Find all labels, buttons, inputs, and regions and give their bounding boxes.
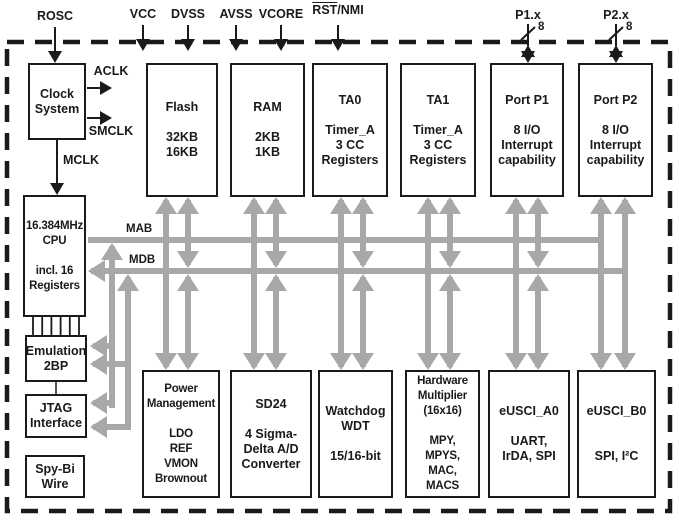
block-text: eUSCI_A0 UART, IrDA, SPI — [499, 404, 559, 463]
block-text: RAM 2KB 1KB — [253, 100, 282, 159]
block-spy-bi-wire: Spy-Bi Wire — [25, 455, 85, 498]
pin-label-vcore: VCORE — [258, 7, 304, 21]
block-text: eUSCI_B0 SPI, I²C — [586, 404, 647, 463]
block-text: Port P1 8 I/O Interrupt capability — [498, 92, 556, 167]
cpu-emulation-comb — [32, 317, 80, 336]
block-cpu: 16.384MHz CPU incl. 16 Registers — [23, 195, 86, 317]
p1-bus-slash — [520, 26, 536, 41]
block-eusci-b0: eUSCI_B0 SPI, I²C — [577, 370, 656, 498]
block-eusci-a0: eUSCI_A0 UART, IrDA, SPI — [488, 370, 570, 498]
pin-label-avss: AVSS — [219, 7, 253, 21]
clock-wires — [50, 81, 112, 195]
block-text: JTAG Interface — [29, 401, 83, 430]
block-clock-system: Clock System — [28, 63, 86, 140]
rst-overline-text: RST — [312, 3, 338, 17]
block-text: Watchdog WDT 15/16-bit — [325, 404, 386, 463]
block-text: Power Management LDO REF VMON Brownout — [146, 382, 216, 485]
mdb-bus-label: MDB — [129, 254, 156, 266]
block-text: 16.384MHz CPU incl. 16 Registers — [25, 219, 83, 292]
smclk-label: SMCLK — [88, 124, 134, 138]
block-text: Port P2 8 I/O Interrupt capability — [586, 92, 645, 167]
nmi-text: /NMI — [337, 3, 364, 17]
chip-boundary — [4, 39, 673, 514]
mclk-label: MCLK — [62, 153, 100, 167]
block-text: TA0 Timer_A 3 CC Registers — [321, 92, 379, 167]
p1-bus-width-label: 8 — [538, 21, 545, 33]
port-pin-wires — [520, 24, 624, 63]
block-hw-multiplier: Hardware Multiplier (16x16) MPY, MPYS, M… — [405, 370, 480, 498]
pin-arrows — [48, 25, 345, 63]
p2-bus-width-label: 8 — [626, 21, 633, 33]
block-jtag: JTAG Interface — [25, 394, 87, 438]
pin-label-p2x: P2.x — [603, 8, 629, 22]
block-text: Flash 32KB 16KB — [165, 100, 199, 159]
pin-label-dvss: DVSS — [170, 7, 206, 21]
block-text: Emulation 2BP — [25, 343, 87, 373]
p2-bus-slash — [608, 26, 624, 41]
aclk-label: ACLK — [93, 64, 129, 78]
pin-label-vcc: VCC — [129, 7, 157, 21]
pin-label-rosc: ROSC — [36, 9, 74, 23]
block-ta0: TA0 Timer_A 3 CC Registers — [312, 63, 388, 197]
block-ta1: TA1 Timer_A 3 CC Registers — [400, 63, 476, 197]
block-text: SD24 4 Sigma- Delta A/D Converter — [241, 396, 301, 471]
block-port-p1: Port P1 8 I/O Interrupt capability — [490, 63, 564, 197]
block-text: Hardware Multiplier (16x16) MPY, MPYS, M… — [417, 375, 468, 492]
block-port-p2: Port P2 8 I/O Interrupt capability — [578, 63, 653, 197]
block-flash: Flash 32KB 16KB — [146, 63, 218, 197]
pin-label-rst-nmi: RST/NMI — [312, 3, 363, 17]
block-text: TA1 Timer_A 3 CC Registers — [409, 92, 467, 167]
block-watchdog: Watchdog WDT 15/16-bit — [318, 370, 393, 498]
block-sd24: SD24 4 Sigma- Delta A/D Converter — [230, 370, 312, 498]
block-text: Spy-Bi Wire — [35, 461, 75, 491]
pin-label-p1x: P1.x — [515, 8, 541, 22]
block-emulation: Emulation 2BP — [25, 335, 87, 382]
mab-bus-label: MAB — [126, 223, 153, 235]
block-text: Clock System — [34, 86, 80, 116]
block-power-mgmt: Power Management LDO REF VMON Brownout — [142, 370, 220, 498]
block-ram: RAM 2KB 1KB — [230, 63, 305, 197]
bus-system — [88, 197, 636, 438]
